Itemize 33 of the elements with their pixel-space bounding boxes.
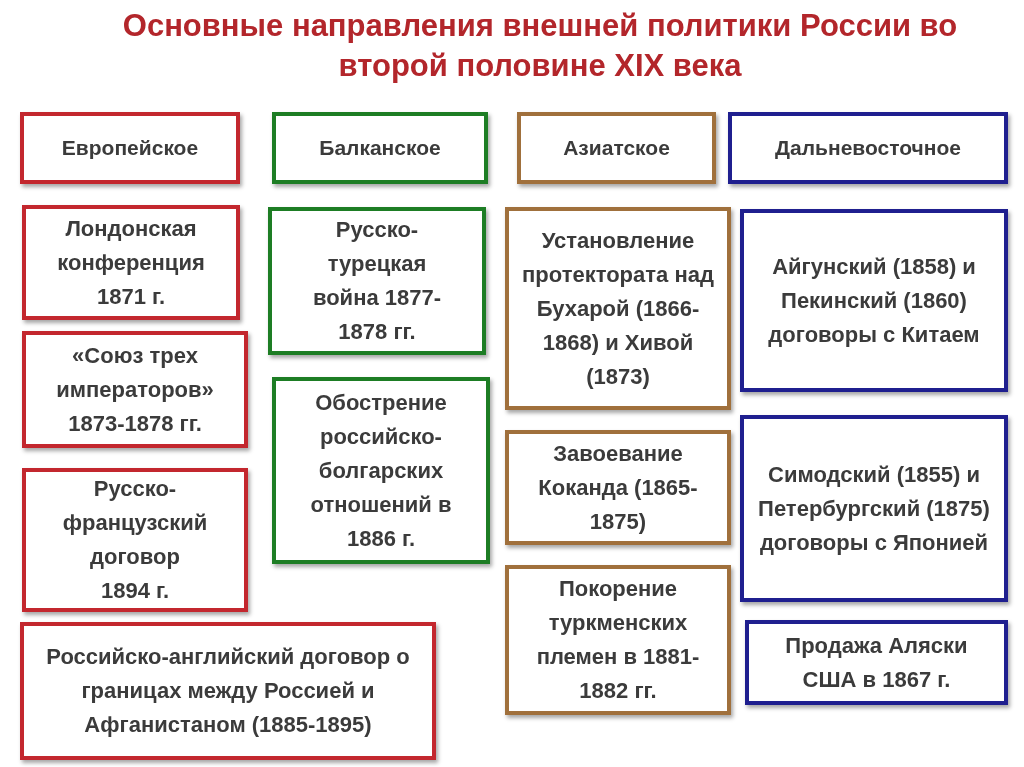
event-text: Русско-турецкая война 1877-1878 гг.: [311, 216, 443, 346]
header-box: [20, 112, 240, 184]
direction-heading: Балканское: [319, 135, 441, 161]
event-text: Лондонская конференция 1871 г.: [56, 214, 206, 311]
event-box: [20, 622, 436, 760]
header-box: [728, 112, 1008, 184]
event-box: [505, 207, 731, 410]
event-text: Установление протектората над Бухарой (1866-1868) и Хивой (1873): [521, 226, 715, 391]
header-box: [272, 112, 488, 184]
event-box: [505, 430, 731, 545]
direction-heading: Европейское: [61, 135, 199, 161]
direction-heading: Азиатское: [563, 135, 670, 161]
event-text: Завоевание Коканда (1865-1875): [537, 439, 699, 536]
event-text: «Союз трех императоров» 1873-1878 гг.: [55, 341, 215, 438]
event-box: [22, 331, 248, 448]
event-box: [272, 377, 490, 564]
event-text: Российско-английский договор о границах между Россией и Афганистаном (1885-1895): [45, 643, 411, 739]
event-box: [745, 620, 1008, 705]
event-text: Русско-французский договор 1894 г.: [62, 475, 208, 605]
event-text: Айгунский (1858) и Пекинский (1860) договоры с Китаем: [767, 252, 981, 349]
event-box: [22, 468, 248, 612]
title: Основные направления внешней политики России во второй половине XIX века: [121, 7, 959, 85]
event-box: [22, 205, 240, 320]
direction-heading: Дальневосточное: [775, 135, 961, 161]
event-text: Покорение туркменских племен в 1881-1882 гг.: [535, 575, 701, 705]
event-text: Продажа Аляски США в 1867 г.: [784, 631, 969, 694]
event-box: [740, 415, 1008, 602]
event-text: Симодский (1855) и Петербургский (1875) договоры с Японией: [757, 460, 991, 557]
event-box: [505, 565, 731, 715]
event-text: Обострение российско-болгарских отношений в 1886 г.: [309, 388, 453, 553]
event-box: [740, 209, 1008, 392]
header-box: [517, 112, 716, 184]
event-box: [268, 207, 486, 355]
